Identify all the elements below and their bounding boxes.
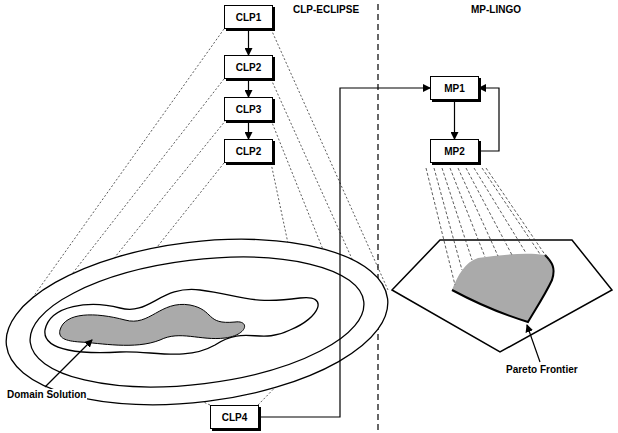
flow-arrow bbox=[259, 88, 430, 417]
section-heading: CLP-ECLIPSE bbox=[292, 4, 360, 15]
constraint-box: CLP4 bbox=[210, 405, 259, 429]
flow-arrow bbox=[248, 29, 249, 55]
flow-arrow bbox=[248, 79, 249, 97]
box-label: CLP2 bbox=[236, 62, 262, 73]
divider bbox=[377, 4, 378, 430]
flow-arrow bbox=[479, 88, 499, 151]
pareto-frontier-line bbox=[452, 255, 554, 322]
solution-space bbox=[0, 219, 397, 425]
constraint-box: CLP3 bbox=[224, 97, 273, 121]
flow-arrow bbox=[248, 121, 249, 139]
box-label: CLP2 bbox=[236, 146, 262, 157]
leader-line bbox=[527, 325, 540, 362]
leader-line bbox=[45, 340, 92, 387]
box-label: MP1 bbox=[444, 83, 465, 94]
model-box: MP2 bbox=[430, 139, 479, 163]
box-label: CLP4 bbox=[222, 412, 248, 423]
box-label: CLP1 bbox=[236, 12, 262, 23]
callout-label: Pareto Frontier bbox=[505, 364, 579, 375]
mapping-lines bbox=[426, 168, 550, 285]
callout-label: Domain Solution bbox=[6, 389, 87, 400]
constraint-box: CLP1 bbox=[224, 5, 273, 29]
pareto-region bbox=[452, 254, 554, 322]
box-label: MP2 bbox=[444, 146, 465, 157]
section-heading: MP-LINGO bbox=[470, 4, 522, 15]
model-box: MP1 bbox=[430, 76, 479, 100]
constraint-box: CLP2 bbox=[224, 55, 273, 79]
box-label: CLP3 bbox=[236, 104, 262, 115]
constraint-region bbox=[45, 289, 318, 354]
feasible-polygon bbox=[392, 240, 612, 352]
constraint-box: CLP2 bbox=[224, 139, 273, 163]
domain-solution-shape bbox=[60, 304, 245, 345]
flow-arrow bbox=[454, 100, 455, 139]
